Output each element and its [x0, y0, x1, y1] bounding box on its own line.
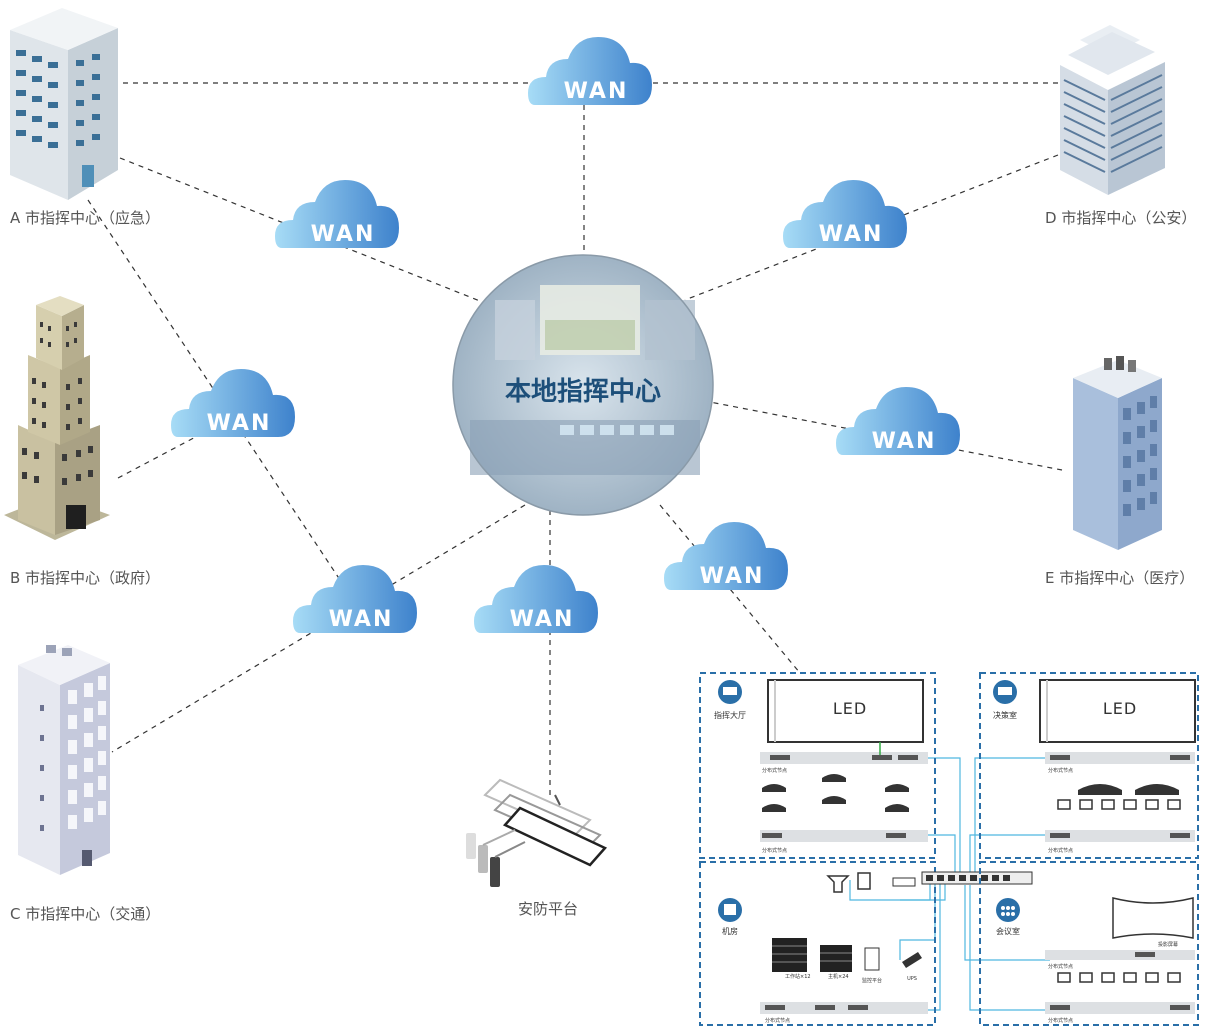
room-hall-label: 指挥大厅 — [714, 710, 746, 720]
city-label-c: C 市指挥中心（交通） — [10, 905, 160, 923]
rooms-area: 指挥大厅 LED 分布式节点 分布式节点 决策室 — [699, 672, 1199, 1026]
wan-label: WAN — [872, 429, 937, 454]
node-label: 分布式节点 — [1048, 1017, 1073, 1024]
led-screen-label: LED — [833, 699, 867, 718]
building-e — [1073, 356, 1162, 550]
center-title: 本地指挥中心 — [505, 377, 661, 407]
room-decision-label: 决策室 — [993, 710, 1017, 720]
building-c — [18, 645, 110, 875]
city-label-d: D 市指挥中心（公安） — [1045, 209, 1196, 227]
room-machine: 机房 工作站×12 主机×24 监控平台 UPS — [699, 861, 1033, 1026]
wan-label: WAN — [564, 79, 629, 104]
workstation-label: 工作站×12 — [785, 973, 811, 980]
security-platform-label: 安防平台 — [518, 900, 578, 918]
wan-cloud-a: WAN — [275, 180, 399, 248]
room-meeting: 会议室 投影屏幕 分布式节点 分布式节点 — [979, 861, 1199, 1026]
node-label: 分布式节点 — [1048, 963, 1073, 970]
node-label: 分布式节点 — [1048, 767, 1073, 774]
node-label: 分布式节点 — [765, 1017, 790, 1024]
led-screen-label: LED — [1103, 699, 1137, 718]
wan-cloud-d: WAN — [783, 180, 907, 248]
room-machine-label: 机房 — [722, 926, 738, 936]
room-hall: 指挥大厅 LED 分布式节点 分布式节点 — [699, 672, 936, 859]
wan-label: WAN — [510, 607, 575, 632]
wan-label: WAN — [329, 607, 394, 632]
wan-label: WAN — [207, 411, 272, 436]
host-label: 主机×24 — [828, 973, 849, 980]
city-label-b: B 市指挥中心（政府） — [10, 569, 160, 587]
city-label-a: A 市指挥中心（应急） — [10, 209, 160, 227]
wan-label: WAN — [311, 222, 376, 247]
wan-cloud-rooms: WAN — [664, 522, 788, 590]
wan-label: WAN — [700, 564, 765, 589]
node-label: 分布式节点 — [762, 847, 787, 854]
wan-cloud-c: WAN — [293, 565, 417, 633]
wan-cloud-top: WAN — [528, 37, 652, 105]
link-a-c — [87, 199, 361, 611]
wan-cloud-security: WAN — [474, 565, 598, 633]
local-command-center: 本地指挥中心 — [452, 254, 714, 516]
link-center-rooms — [659, 504, 801, 674]
building-a — [10, 8, 118, 200]
node-label: 分布式节点 — [1048, 847, 1073, 854]
ups-label: UPS — [907, 976, 917, 982]
wan-cloud-e: WAN — [836, 387, 960, 455]
node-label: 分布式节点 — [762, 767, 787, 774]
building-b — [4, 296, 110, 540]
link-b-cloud — [117, 431, 206, 479]
city-label-e: E 市指挥中心（医疗） — [1045, 569, 1194, 587]
building-d — [1060, 25, 1165, 195]
wan-cloud-b: WAN — [171, 369, 295, 437]
security-camera-icon — [466, 778, 608, 887]
projector-screen-label: 投影屏幕 — [1158, 941, 1178, 948]
control-platform-label: 监控平台 — [862, 977, 882, 984]
wan-label: WAN — [819, 222, 884, 247]
room-meeting-label: 会议室 — [996, 926, 1020, 936]
room-decision: 决策室 LED 分布式节点 分布式节点 — [979, 672, 1199, 859]
